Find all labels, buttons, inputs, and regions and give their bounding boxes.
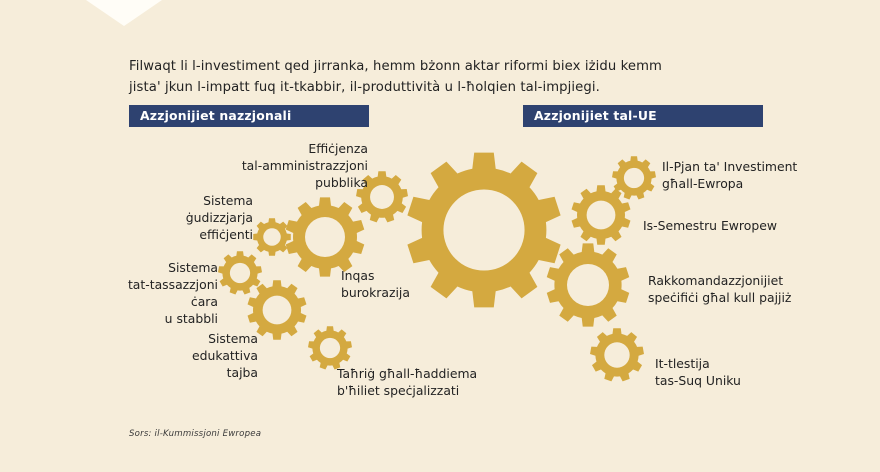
- label-inqas-burokrazija: Inqas burokrazija: [341, 268, 410, 300]
- label-sistema-tassazzjoni: Sistema tat-tassazzjoni ċara u stabbli: [127, 260, 218, 326]
- label-suq-uniku: It-tlestija tas-Suq Uniku: [655, 356, 741, 388]
- gear-admin: [356, 171, 408, 223]
- gear-tax-hub: [229, 262, 251, 284]
- gear-bureaucracy: [285, 197, 365, 277]
- gear-judiciary: [253, 218, 291, 256]
- label-semestru-ewropew: Is-Semestru Ewropew: [643, 218, 777, 233]
- gear-judiciary-hub: [263, 228, 281, 246]
- gear-semester-hub: [586, 200, 616, 230]
- banner-national-actions: Azzjonijiet nazzjonali: [129, 105, 369, 127]
- gear-bureaucracy-hub: [305, 217, 345, 257]
- gear-main-hub: [443, 189, 525, 271]
- gear-semester: [571, 185, 631, 245]
- gear-training-hub: [319, 337, 341, 359]
- label-pjan-investiment: Il-Pjan ta' Investiment għall-Ewropa: [662, 159, 798, 191]
- label-tahrig-haddiema: Taħriġ għall-ħaddiema b'ħiliet speċjaliz…: [337, 366, 478, 398]
- label-sistema-edukattiva: Sistema edukattiva tajba: [192, 331, 258, 380]
- label-sistema-gudizzjarja: Sistema ġudizzjarja effiċjenti: [185, 193, 253, 242]
- gear-main: [407, 152, 561, 308]
- label-efficjenza-amministrazzjoni: Effiċjenza tal-amministrazzjoni pubblika: [241, 141, 368, 190]
- gear-investment-plan: [612, 156, 656, 200]
- gear-admin-hub: [370, 185, 394, 209]
- gear-investment-plan-hub: [623, 167, 645, 189]
- top-notch-decoration: [86, 0, 162, 26]
- banner-eu-actions: Azzjonijiet tal-UE: [523, 105, 763, 127]
- intro-paragraph: Filwaqt li l-investiment qed jirranka, h…: [129, 59, 662, 95]
- gear-tax: [218, 251, 262, 295]
- gear-single-market: [590, 328, 644, 382]
- gear-training: [308, 326, 352, 370]
- label-rakkomandazzjonijiet: Rakkomandazzjonijiet speċifiċi għal kull…: [648, 273, 792, 305]
- gear-education-hub: [262, 295, 292, 325]
- gear-education: [247, 280, 307, 340]
- gear-single-market-hub: [604, 342, 630, 368]
- source-note: Sors: il-Kummissjoni Ewropea: [129, 429, 262, 439]
- gear-recommendations: [546, 243, 630, 327]
- gear-recommendations-hub: [567, 264, 609, 306]
